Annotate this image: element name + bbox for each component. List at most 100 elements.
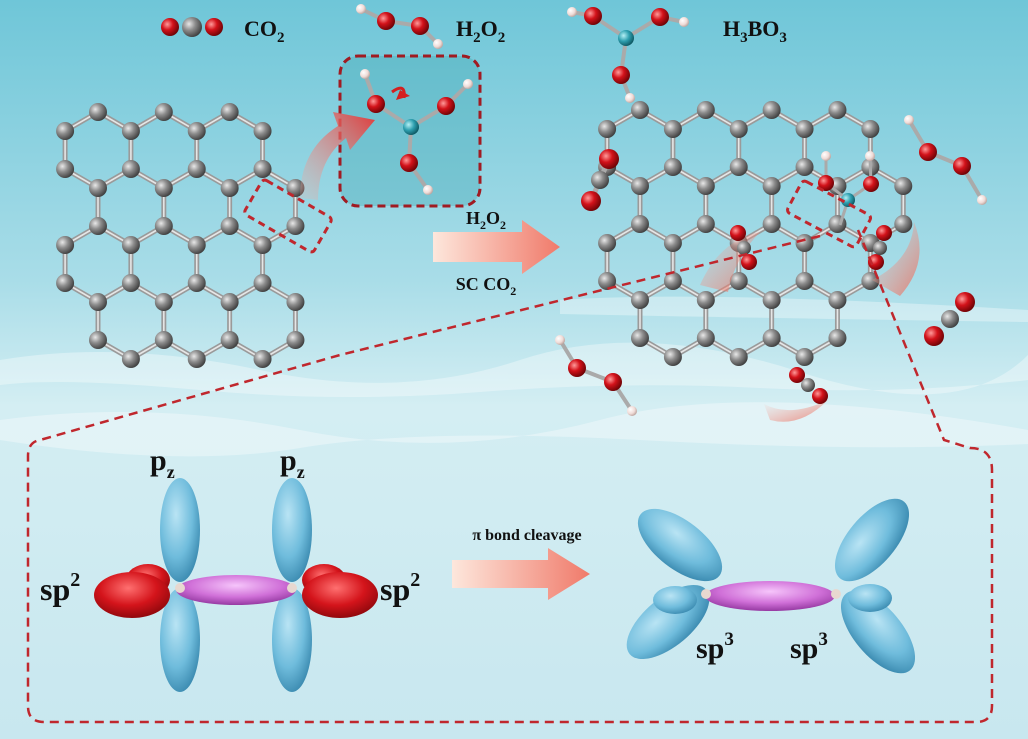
- carbon-atom: [154, 293, 173, 311]
- carbon-atom: [762, 177, 781, 195]
- carbon-atom: [861, 272, 880, 290]
- carbon-atom: [154, 103, 173, 121]
- reaction-condition-sc-co2: SC CO2: [456, 274, 517, 298]
- carbon-atom: [696, 329, 715, 347]
- carbon-atom: [696, 291, 715, 309]
- carbon-atom: [762, 101, 781, 119]
- carbon-atom: [187, 350, 206, 368]
- carbon-atom: [729, 272, 748, 290]
- carbon-atom: [56, 122, 75, 140]
- cc-bond-cleaved-highlight-box: [786, 179, 872, 249]
- carbon-atom: [154, 179, 173, 197]
- carbon-atom: [89, 103, 107, 121]
- carbon-atom: [696, 101, 715, 119]
- carbon-atom: [631, 177, 649, 195]
- legend-h2o2-molecule: [356, 4, 443, 49]
- carbon-atom: [762, 329, 781, 347]
- h3bo3-in-box: [360, 69, 473, 195]
- pi-bond-cleavage-label: π bond cleavage: [472, 527, 581, 544]
- carbon-atom: [89, 217, 107, 235]
- pz-label-left: pz: [150, 444, 175, 482]
- carbon-atom: [286, 331, 305, 349]
- carbon-atom: [56, 160, 75, 178]
- carbon-atom: [795, 348, 814, 366]
- carbon-atom: [663, 158, 682, 176]
- carbon-atom: [121, 236, 140, 254]
- carbon-atom: [253, 350, 272, 368]
- carbon-atom: [121, 160, 140, 178]
- legend-h3bo3-molecule: [567, 7, 689, 103]
- carbon-atom: [631, 215, 649, 233]
- carbon-atom: [286, 179, 305, 197]
- carbon-atom: [663, 120, 682, 138]
- small-rotation-arrowhead-icon: [396, 90, 410, 100]
- carbon-atom: [89, 331, 107, 349]
- co2-molecule-inserted-2: [868, 225, 892, 270]
- carbon-atom: [121, 350, 140, 368]
- carbon-atom: [220, 293, 239, 311]
- carbon-atom: [663, 234, 682, 252]
- graphene-sheet-exfoliated: [598, 101, 913, 366]
- carbon-atom: [187, 122, 206, 140]
- carbon-atom: [828, 101, 847, 119]
- graphene-sheet-pristine: [56, 103, 305, 368]
- carbon-atom: [220, 179, 239, 197]
- carbon-atom: [894, 177, 913, 195]
- carbon-atom: [286, 293, 305, 311]
- carbon-atom: [220, 103, 239, 121]
- carbon-atom: [121, 122, 140, 140]
- sp2-label-right: sp2: [380, 569, 420, 607]
- attack-curved-arrow-icon: [300, 112, 375, 200]
- co2-molecule-inserted-1: [730, 225, 757, 270]
- pz-label-right: pz: [280, 444, 305, 482]
- carbon-atom: [663, 348, 682, 366]
- carbon-atom: [795, 158, 814, 176]
- carbon-atom: [253, 160, 272, 178]
- carbon-atom: [729, 348, 748, 366]
- carbon-atom: [795, 272, 814, 290]
- h3bo3-attached: [818, 151, 879, 226]
- carbon-atom: [696, 177, 715, 195]
- legend-h3bo3-label: H3BO3: [723, 16, 787, 46]
- zoom-callout-outline: [26, 229, 994, 724]
- carbon-atom: [154, 217, 173, 235]
- carbon-atom: [89, 293, 107, 311]
- h2o2-molecule-free-2: [555, 335, 637, 416]
- carbon-atom: [253, 122, 272, 140]
- carbon-atom: [121, 274, 140, 292]
- carbon-atom: [828, 291, 847, 309]
- legend-h2o2-label: H2O2: [456, 16, 505, 46]
- carbon-atom: [220, 331, 239, 349]
- sp3-orbital-diagram: [626, 498, 916, 674]
- co2-molecule-free-1: [581, 149, 619, 211]
- carbon-atom: [795, 120, 814, 138]
- carbon-atom: [795, 234, 814, 252]
- carbon-atom: [598, 120, 617, 138]
- reaction-arrow-icon: [433, 220, 560, 274]
- carbon-atom: [663, 272, 682, 290]
- carbon-atom: [828, 329, 847, 347]
- co2-molecule-inserted-3: [789, 367, 828, 404]
- carbon-atom: [762, 291, 781, 309]
- carbon-atom: [894, 215, 913, 233]
- carbon-atom: [762, 215, 781, 233]
- h2o2-molecule-free-1: [904, 115, 987, 205]
- carbon-atom: [286, 217, 305, 235]
- carbon-atom: [187, 274, 206, 292]
- sp2-orbital-diagram: [94, 478, 378, 692]
- carbon-atom: [89, 179, 107, 197]
- reaction-condition-h2o2: H2O2: [466, 208, 506, 232]
- carbon-atom: [253, 274, 272, 292]
- carbon-atom: [598, 272, 617, 290]
- sp3-label-right: sp3: [790, 629, 828, 665]
- carbon-atom: [187, 160, 206, 178]
- sp2-label-left: sp2: [40, 569, 80, 607]
- cc-bond-highlight-box: [243, 178, 333, 254]
- carbon-atom: [696, 215, 715, 233]
- carbon-atom: [56, 274, 75, 292]
- carbon-atom: [154, 331, 173, 349]
- carbon-atom: [631, 101, 649, 119]
- carbon-atom: [253, 236, 272, 254]
- legend-co2-molecule: [161, 17, 223, 37]
